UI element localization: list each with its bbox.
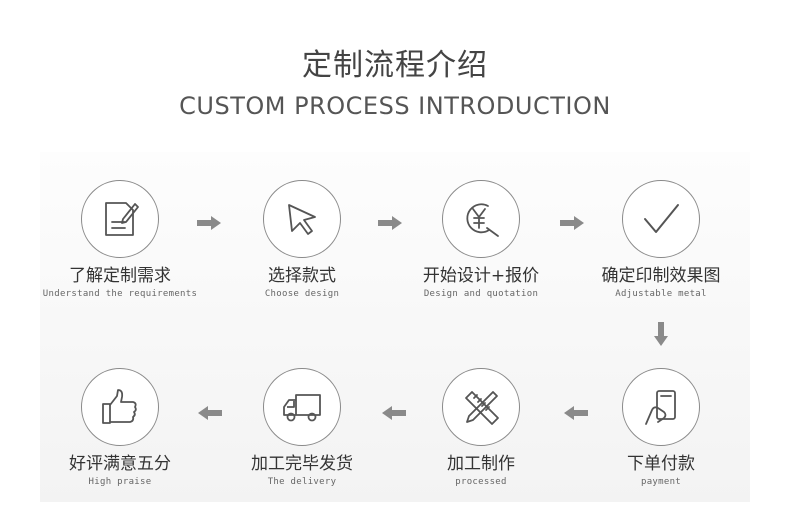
step-understand-requirements: 了解定制需求 Understand the requirements (30, 180, 210, 299)
step-high-praise: 好评满意五分 High praise (30, 368, 210, 487)
step-choose-design: 选择款式 Choose design (212, 180, 392, 299)
step-design-quotation: 开始设计+报价 Design and quotation (391, 180, 571, 299)
step-confirm-proof: 确定印制效果图 Adjustable metal (571, 180, 751, 299)
arrow-right-icon (197, 216, 221, 230)
step-label-en: Adjustable metal (615, 289, 707, 299)
yen-search-icon (466, 203, 499, 237)
step-circle (442, 180, 520, 258)
step-circle (622, 368, 700, 446)
step-delivery: 加工完毕发货 The delivery (212, 368, 392, 487)
card-payment-icon (645, 390, 676, 425)
step-label: 开始设计+报价 (422, 266, 540, 286)
step-label-en: processed (455, 477, 507, 487)
step-label-en: High praise (88, 477, 152, 487)
step-circle (622, 180, 700, 258)
step-label-en: Design and quotation (423, 289, 539, 299)
arrow-left-icon (564, 406, 588, 420)
step-circle (81, 180, 159, 258)
arrow-down-icon (654, 322, 668, 346)
step-label-en: Understand the requirements (42, 289, 198, 299)
header: 定制流程介绍 CUSTOM PROCESS INTRODUCTION (0, 0, 790, 150)
edit-document-icon (105, 202, 139, 236)
step-circle (263, 180, 341, 258)
step-label: 选择款式 (268, 266, 336, 286)
step-label-en: Choose design (264, 289, 340, 299)
step-label: 确定印制效果图 (601, 266, 721, 286)
step-label: 了解定制需求 (69, 266, 171, 286)
step-label: 加工制作 (447, 454, 515, 474)
step-payment: 下单付款 payment (571, 368, 751, 487)
page-subtitle: CUSTOM PROCESS INTRODUCTION (179, 92, 611, 120)
step-label: 好评满意五分 (69, 454, 171, 474)
step-label: 加工完毕发货 (251, 454, 353, 474)
step-processing: 加工制作 processed (391, 368, 571, 487)
step-circle (442, 368, 520, 446)
step-circle (81, 368, 159, 446)
checkmark-icon (644, 204, 679, 233)
pencil-ruler-icon (465, 391, 499, 425)
arrow-left-icon (198, 406, 222, 420)
cursor-arrow-icon (288, 204, 316, 235)
arrow-right-icon (560, 216, 584, 230)
thumbs-up-icon (102, 389, 137, 424)
arrow-left-icon (382, 406, 406, 420)
step-circle (263, 368, 341, 446)
arrow-right-icon (378, 216, 402, 230)
delivery-truck-icon (283, 394, 321, 422)
page-title: 定制流程介绍 (302, 48, 488, 83)
step-label-en: The delivery (267, 477, 337, 487)
step-label: 下单付款 (627, 454, 695, 474)
step-label-en: payment (640, 477, 682, 487)
